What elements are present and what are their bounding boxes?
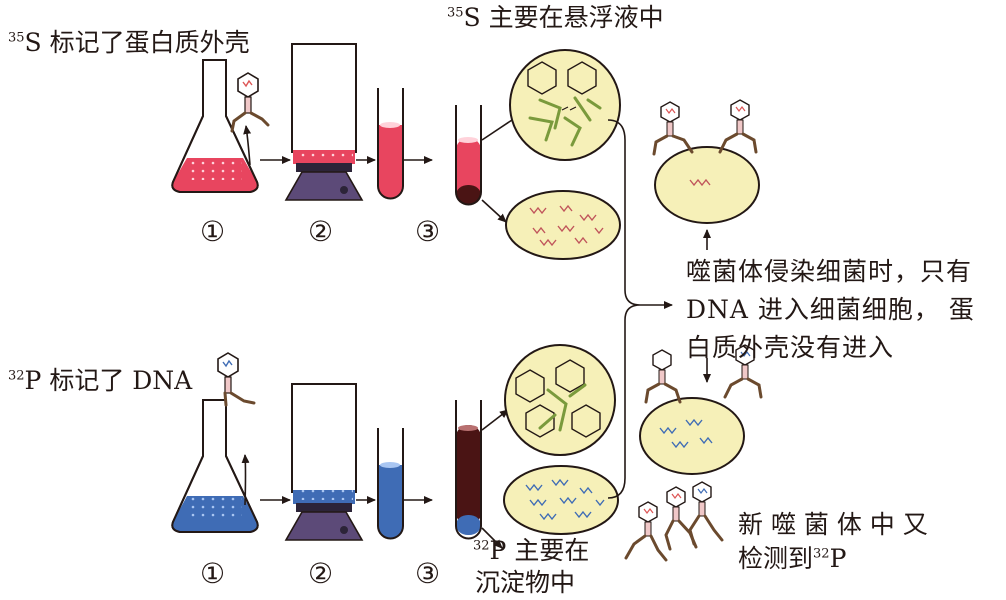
- phage-icon: [230, 72, 270, 133]
- new-phages-icon: [624, 481, 724, 562]
- brace-icon: [607, 119, 641, 499]
- bottom-label: 32P 标记了 DNA: [8, 366, 193, 395]
- bottom-pellet-bacteria-icon: [503, 465, 619, 535]
- bottom-flask-icon: [171, 399, 259, 533]
- bottom-step-1: ①: [200, 557, 226, 590]
- bottom-filter-funnel-icon: [284, 383, 364, 541]
- conclusion-line-1: 噬菌体侵染细菌时，只有: [686, 257, 973, 286]
- bottom-centrifuge-tube-icon: [455, 400, 482, 540]
- top-test-tube-icon: [377, 88, 404, 200]
- arrow-icon: [481, 119, 513, 141]
- top-supernatant-icon: [509, 49, 621, 161]
- top-step-2: ②: [308, 215, 334, 248]
- top-step-1: ①: [200, 215, 226, 248]
- top-filter-funnel-icon: [284, 43, 364, 201]
- top-result-label: 35S 主要在悬浮液中: [447, 3, 664, 32]
- bottom-result-label-line2: 沉淀物中: [475, 568, 576, 597]
- bottom-step-2: ②: [308, 557, 334, 590]
- top-step-3: ③: [415, 215, 441, 248]
- arrow-icon: [481, 409, 509, 431]
- conclusion-line-2: DNA 进入细菌细胞， 蛋: [686, 295, 975, 324]
- arrow-icon: [481, 199, 507, 223]
- bottom-result-label-line1: 32P 主要在: [473, 536, 590, 565]
- bottom-test-tube-icon: [377, 428, 404, 540]
- infected-cell-top-icon: [652, 99, 760, 224]
- infected-cell-bottom-icon: [639, 344, 763, 475]
- top-label: 35S 标记了蛋白质外壳: [8, 28, 250, 57]
- new-phage-line-2: 检测到32P: [738, 544, 847, 573]
- arrow-icon: [481, 527, 503, 549]
- bottom-supernatant-icon: [504, 344, 616, 456]
- top-flask-icon: [171, 59, 259, 193]
- top-pellet-bacteria-icon: [505, 190, 621, 260]
- phage-icon: [217, 352, 256, 407]
- top-centrifuge-tube-icon: [455, 105, 482, 206]
- new-phage-line-1: 新 噬 菌 体 中 又: [738, 510, 928, 539]
- bottom-step-3: ③: [415, 557, 441, 590]
- conclusion-line-3: 白质外壳没有进入: [686, 333, 895, 362]
